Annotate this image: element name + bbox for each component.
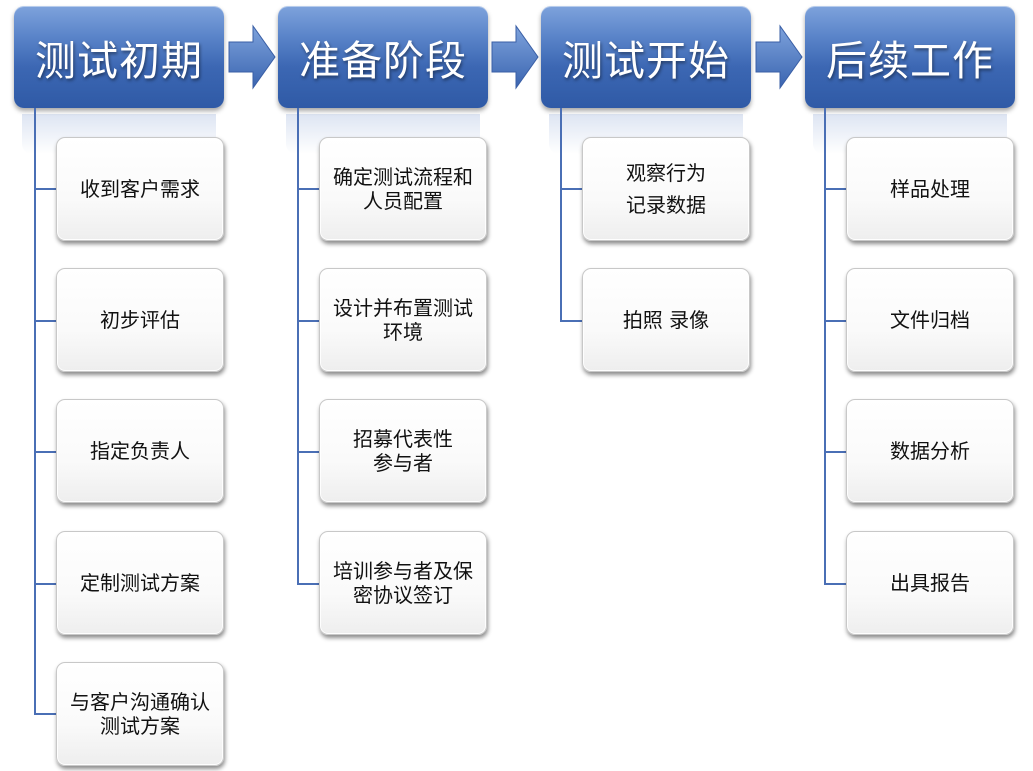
step-box: 培训参与者及保 密协议签订 (319, 531, 487, 635)
step-box: 文件归档 (846, 268, 1014, 372)
connector-branch (824, 583, 846, 585)
step-box: 收到客户需求 (56, 137, 224, 241)
connector-branch (34, 188, 56, 190)
step-box: 拍照 录像 (582, 268, 750, 372)
phase-column-initial: 测试初期 (14, 6, 224, 154)
connector-branch (34, 451, 56, 453)
step-label: 拍照 录像 (622, 308, 710, 332)
connector-branch (297, 188, 319, 190)
connector-branch (34, 583, 56, 585)
right-arrow-icon (228, 24, 276, 90)
step-box: 样品处理 (846, 137, 1014, 241)
step-box: 观察行为 记录数据 (582, 137, 750, 241)
step-label: 定制测试方案 (80, 571, 200, 595)
step-box: 出具报告 (846, 531, 1014, 635)
step-label: 培训参与者及保 密协议签订 (333, 559, 473, 607)
step-label: 样品处理 (890, 177, 970, 201)
step-label: 文件归档 (890, 308, 970, 332)
connector-vertical (824, 108, 826, 583)
phase-column-preparation: 准备阶段 (278, 6, 488, 154)
step-label: 初步评估 (100, 308, 180, 332)
step-label: 出具报告 (890, 571, 970, 595)
phase-column-follow-up: 后续工作 (805, 6, 1015, 154)
right-arrow-icon (491, 24, 539, 90)
connector-vertical (297, 108, 299, 583)
step-label: 与客户沟通确认 测试方案 (70, 690, 210, 738)
connector-branch (34, 713, 56, 715)
phase-header: 后续工作 (805, 6, 1015, 108)
connector-branch (824, 188, 846, 190)
step-box: 确定测试流程和 人员配置 (319, 137, 487, 241)
connector-branch (824, 320, 846, 322)
step-box: 定制测试方案 (56, 531, 224, 635)
connector-branch (34, 320, 56, 322)
step-box: 数据分析 (846, 399, 1014, 503)
phase-column-testing: 测试开始 (541, 6, 751, 154)
connector-vertical (34, 108, 36, 713)
step-label: 收到客户需求 (80, 177, 200, 201)
step-label: 设计并布置测试 环境 (333, 296, 473, 344)
phase-header: 测试开始 (541, 6, 751, 108)
step-label: 数据分析 (890, 439, 970, 463)
step-box: 指定负责人 (56, 399, 224, 503)
connector-branch (297, 583, 319, 585)
step-box: 初步评估 (56, 268, 224, 372)
connector-branch (824, 451, 846, 453)
step-label: 招募代表性 参与者 (353, 427, 453, 475)
connector-branch (297, 320, 319, 322)
connector-branch (560, 188, 582, 190)
step-label: 确定测试流程和 人员配置 (333, 165, 473, 213)
phase-header: 测试初期 (14, 6, 224, 108)
connector-branch (297, 451, 319, 453)
step-label: 指定负责人 (90, 439, 190, 463)
step-box: 招募代表性 参与者 (319, 399, 487, 503)
step-label: 观察行为 记录数据 (626, 161, 706, 217)
connector-branch (560, 320, 582, 322)
connector-vertical (560, 108, 562, 322)
right-arrow-icon (755, 24, 803, 90)
step-box: 设计并布置测试 环境 (319, 268, 487, 372)
step-box: 与客户沟通确认 测试方案 (56, 662, 224, 766)
phase-header: 准备阶段 (278, 6, 488, 108)
